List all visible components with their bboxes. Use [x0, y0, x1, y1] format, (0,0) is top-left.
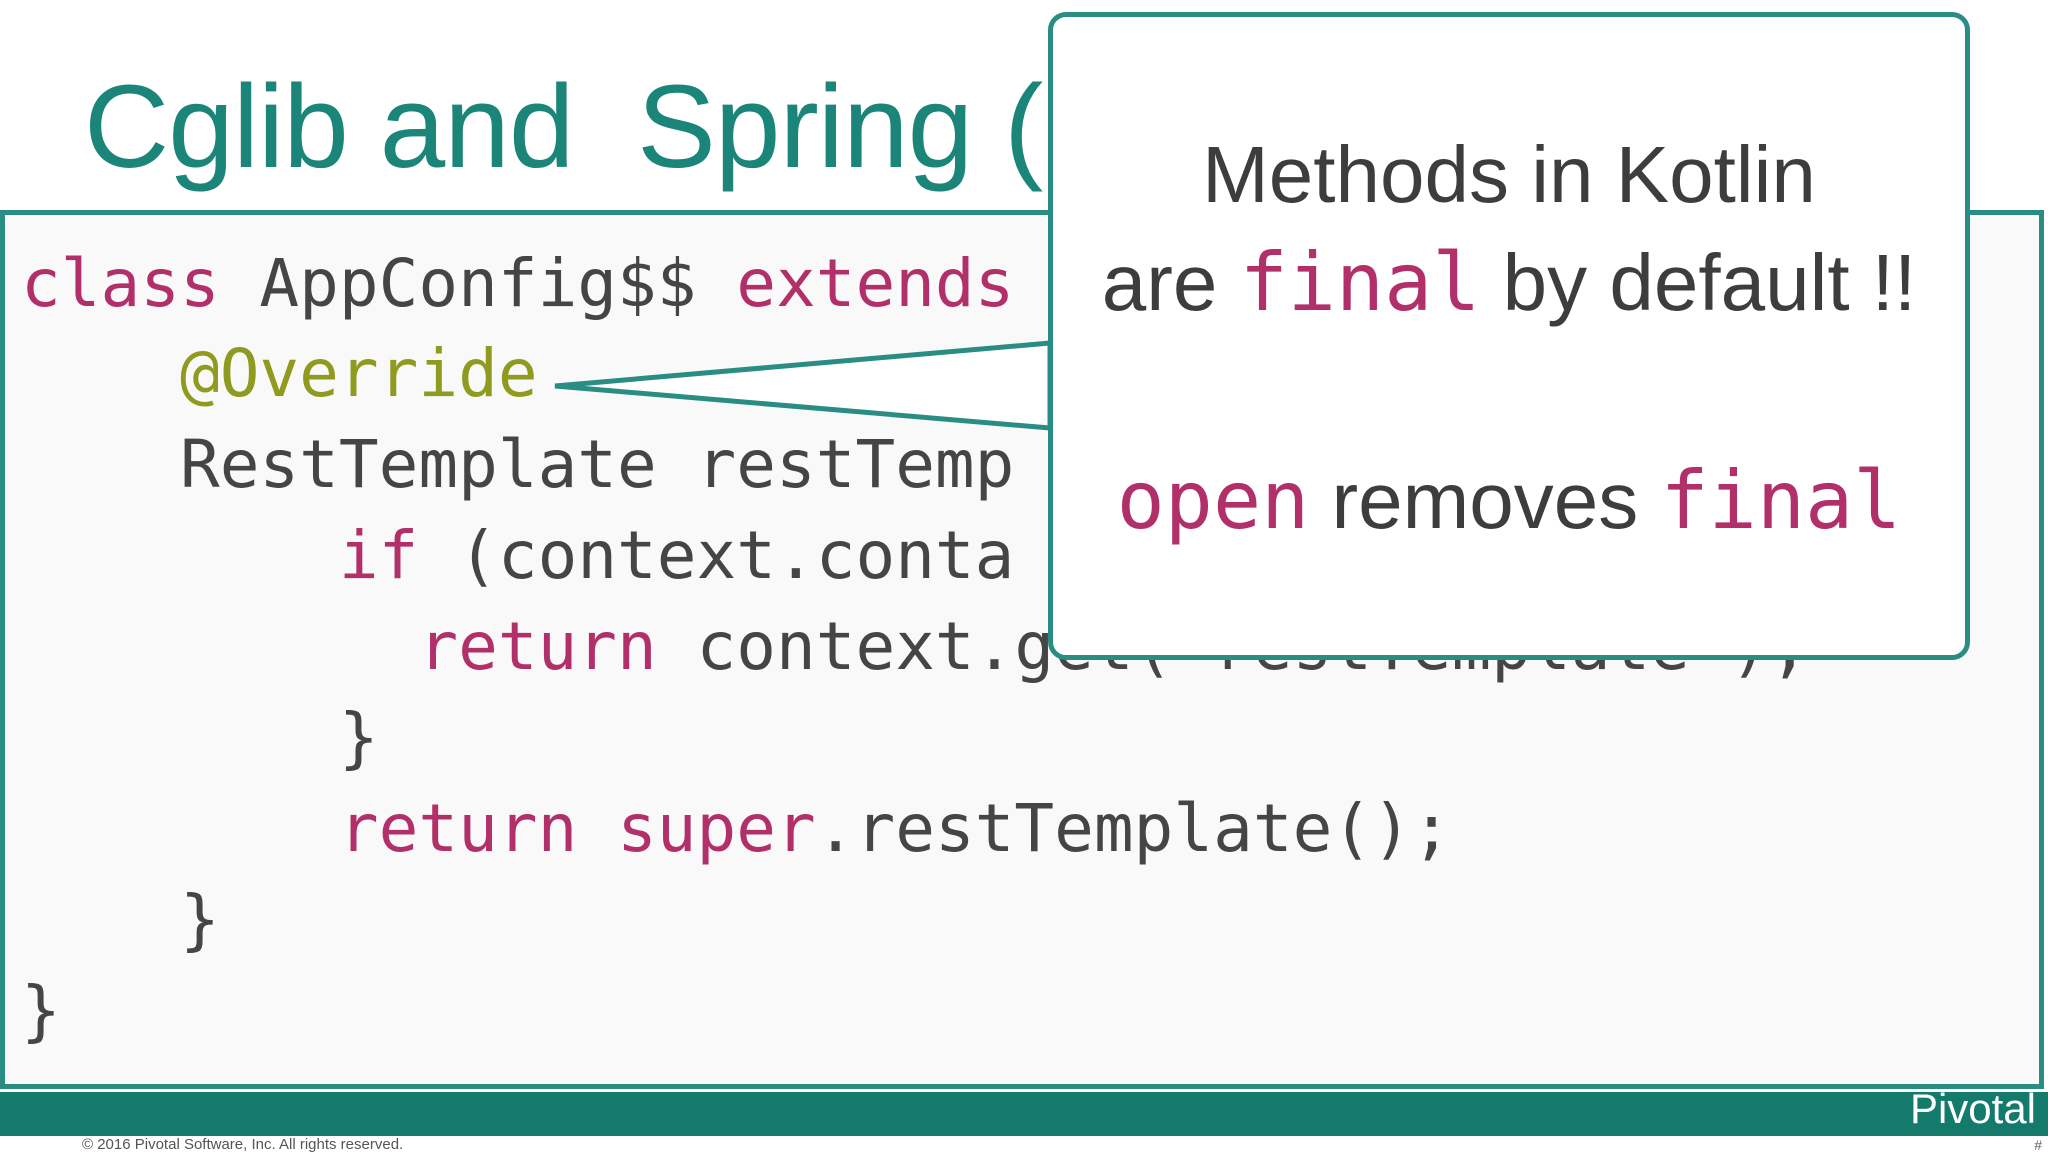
code-text: RestTemplate restTemp: [179, 426, 1015, 503]
slide-title: Cglib and Spring (P: [84, 61, 1121, 193]
keyword-return: return: [418, 608, 657, 685]
keyword-super: super: [617, 790, 816, 867]
code-text: (context.conta: [418, 517, 1015, 594]
code-text: AppConfig$$: [219, 245, 737, 322]
callout-line-2: are final by default !!: [1053, 243, 1965, 323]
closing-brace: }: [338, 699, 379, 776]
code-text: .restTemplate();: [815, 790, 1452, 867]
indent: [21, 608, 418, 685]
keyword-if: if: [338, 517, 419, 594]
callout-text: removes: [1309, 456, 1661, 545]
keyword-return: return: [338, 790, 578, 867]
callout-text: by default !!: [1480, 238, 1917, 327]
copyright-text: © 2016 Pivotal Software, Inc. All rights…: [82, 1136, 404, 1152]
code-line-2: @Override: [21, 341, 538, 407]
callout-bubble: Methods in Kotlin are final by default !…: [1048, 12, 1970, 660]
pivotal-logo: Pivotal: [1909, 1085, 2036, 1132]
indent: [21, 790, 339, 867]
indent: [21, 881, 180, 958]
space: [577, 790, 617, 867]
indent: [21, 335, 180, 412]
code-line-9: }: [21, 978, 61, 1044]
code-line-4: if (context.conta: [21, 523, 1015, 589]
keyword-final: final: [1660, 454, 1902, 547]
callout-line-3: open removes final: [1053, 461, 1965, 541]
slide-number: #: [2034, 1137, 2042, 1152]
code-line-3: RestTemplate restTemp: [21, 432, 1014, 498]
callout-text: are: [1101, 238, 1240, 327]
code-line-7: return super.restTemplate();: [21, 796, 1452, 862]
closing-brace: }: [179, 881, 220, 958]
indent: [21, 699, 339, 776]
keyword-final: final: [1239, 236, 1481, 329]
keyword-class: class: [21, 245, 220, 322]
code-line-1: class AppConfig$$ extends: [21, 251, 1014, 317]
indent: [21, 426, 180, 503]
keyword-extends: extends: [736, 245, 1015, 322]
indent: [21, 517, 339, 594]
keyword-open: open: [1116, 454, 1310, 547]
override-annotation: @Override: [179, 335, 538, 412]
code-line-6: }: [21, 705, 379, 771]
callout-line-1: Methods in Kotlin: [1202, 130, 1816, 219]
code-line-8: }: [21, 887, 220, 953]
footer-bar: [0, 1092, 2048, 1136]
closing-brace: }: [21, 972, 61, 1049]
